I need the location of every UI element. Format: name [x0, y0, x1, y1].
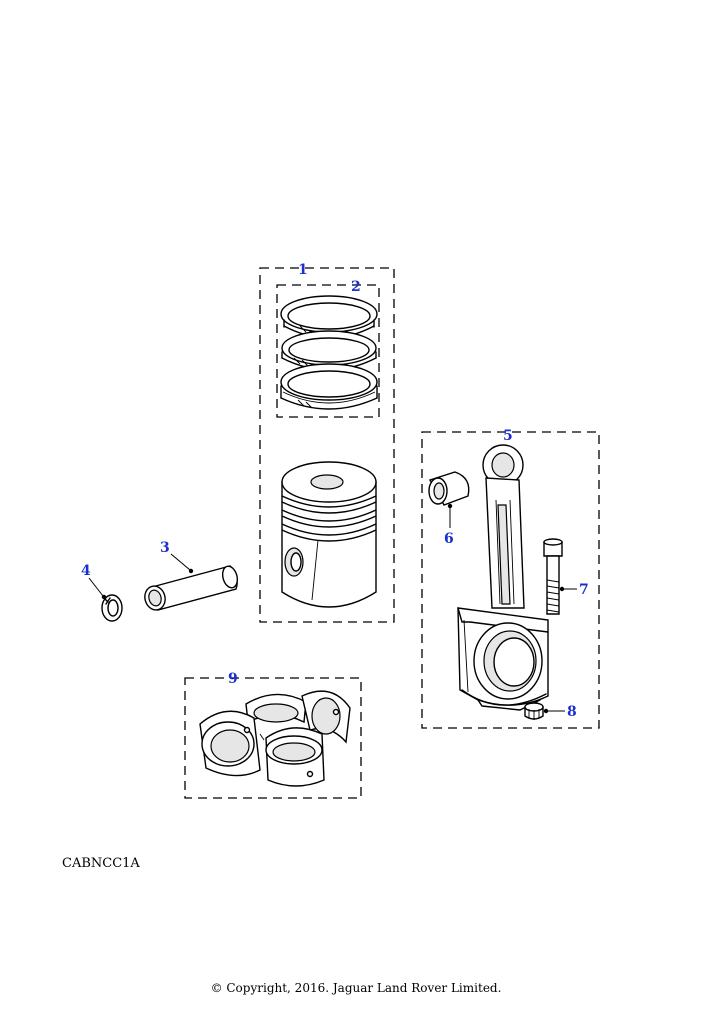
- bearing-shells-box: [184, 677, 362, 799]
- callout-4[interactable]: 4: [81, 563, 91, 579]
- gudgeon-pin-group: 3: [144, 540, 239, 611]
- callout-8[interactable]: 8: [567, 704, 577, 720]
- piston-assembly-group: 1 2: [259, 262, 395, 623]
- callout-7[interactable]: 7: [579, 582, 589, 598]
- circlip-group: 4: [81, 563, 123, 622]
- connecting-rod-box: [421, 431, 600, 729]
- bearing-shells-group: 9: [184, 671, 362, 799]
- connecting-rod-group: 5 6: [421, 428, 600, 729]
- callout-1[interactable]: 1: [298, 262, 308, 278]
- circlip-icon: [101, 594, 123, 622]
- callout-5[interactable]: 5: [503, 428, 513, 444]
- piston-rings-box: [276, 284, 380, 418]
- piston-icon: [281, 461, 377, 608]
- callout-9[interactable]: 9: [228, 671, 238, 687]
- callout-3[interactable]: 3: [160, 540, 170, 556]
- gudgeon-pin-icon: [144, 565, 239, 611]
- callout-6[interactable]: 6: [444, 531, 454, 547]
- small-end-bush-icon: [428, 471, 470, 506]
- callout-2[interactable]: 2: [351, 279, 361, 295]
- connecting-rod-icon: [457, 444, 549, 711]
- piston-rings-icon: [280, 295, 378, 410]
- piston-assembly-box: [259, 267, 395, 623]
- bearing-shells-icon: [199, 690, 351, 787]
- diagram-code-label: CABNCC1A: [62, 856, 140, 871]
- con-rod-nut-icon: [524, 702, 544, 720]
- con-rod-bolt-icon: [543, 538, 563, 615]
- copyright-notice: © Copyright, 2016. Jaguar Land Rover Lim…: [210, 981, 502, 995]
